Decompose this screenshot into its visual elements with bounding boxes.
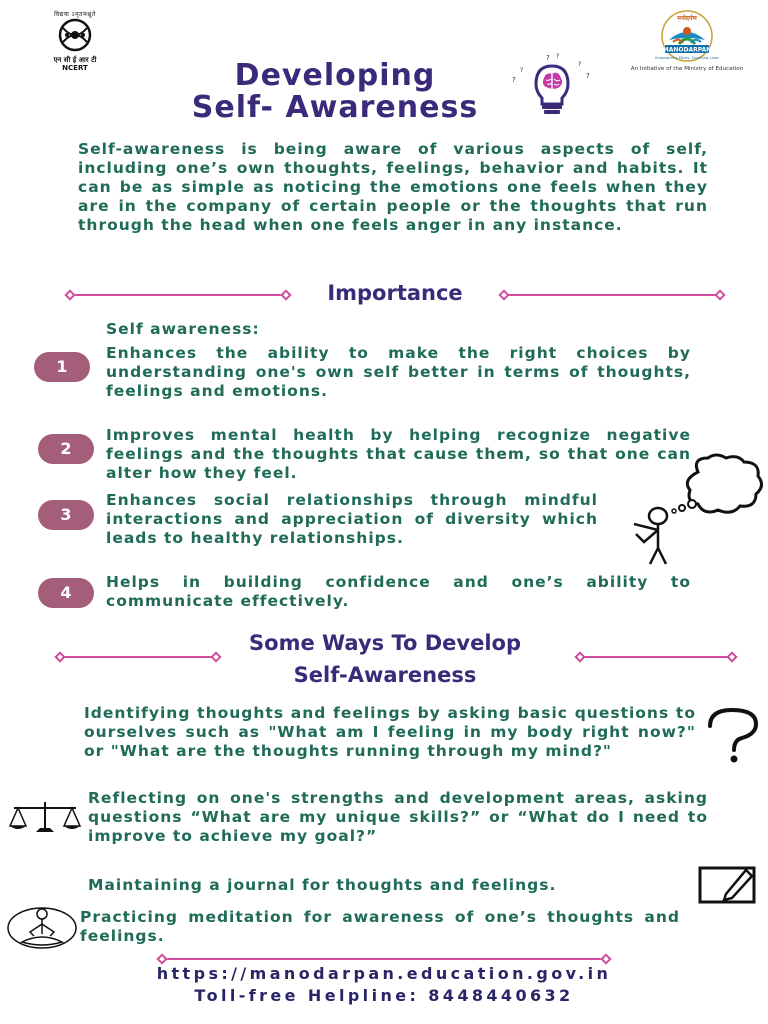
divider-left	[64, 289, 292, 301]
ncert-emblem-icon	[58, 18, 92, 52]
manodarpan-emblem-icon: मनोदर्पण MANODARPAN Empowering Minds, En…	[655, 10, 719, 62]
journal-pen-icon	[698, 866, 756, 904]
ncert-motto: विद्यया ऽमृतमश्नुते	[54, 11, 96, 18]
ways-item-3: Maintaining a journal for thoughts and f…	[88, 876, 557, 894]
balance-scale-icon	[8, 802, 82, 832]
page-title-line1: Developing	[234, 58, 436, 93]
svg-text:?: ?	[546, 54, 550, 62]
divider-left-2	[54, 651, 222, 663]
manodarpan-hindi: मनोदर्पण	[676, 14, 697, 22]
number-badge-2: 2	[38, 434, 94, 464]
manodarpan-initiative: An Initiative of the Ministry of Educati…	[630, 66, 744, 72]
ways-heading-line2: Self-Awareness	[293, 663, 477, 687]
svg-text:?: ?	[578, 61, 581, 68]
divider-right-2	[574, 651, 738, 663]
page-title-line2: Self- Awareness	[191, 90, 479, 125]
importance-item-3: Enhances social relationships through mi…	[106, 491, 598, 547]
brain-bulb-icon: ? ? ? ? ? ?	[512, 53, 590, 114]
svg-text:?: ?	[556, 53, 559, 60]
manodarpan-logo: मनोदर्पण MANODARPAN Empowering Minds, En…	[628, 10, 746, 78]
ncert-name: एन सी ई आर टी	[53, 56, 97, 64]
ways-item-1: Identifying thoughts and feelings by ask…	[84, 704, 696, 760]
importance-heading: Importance	[327, 281, 463, 305]
number-badge-1: 1	[34, 352, 90, 382]
ncert-logo: विद्यया ऽमृतमश्नुते एन सी ई आर टी NCERT	[40, 10, 110, 72]
number-badge-4: 4	[38, 578, 94, 608]
importance-lead: Self awareness:	[106, 320, 260, 338]
importance-item-1: Enhances the ability to make the right c…	[106, 344, 691, 400]
ways-item-4: Practicing meditation for awareness of o…	[80, 908, 680, 945]
divider-bottom	[156, 953, 612, 965]
number-badge-3: 3	[38, 500, 94, 530]
footer-url-link[interactable]: https://manodarpan.education.gov.in	[156, 964, 612, 983]
svg-text:?: ?	[520, 67, 523, 74]
thinking-person-icon	[633, 453, 763, 565]
meditation-icon	[7, 907, 77, 949]
divider-right	[498, 289, 726, 301]
manodarpan-name: MANODARPAN	[663, 47, 712, 54]
question-mark-icon	[708, 707, 759, 763]
importance-item-4: Helps in building confidence and one’s a…	[106, 573, 691, 610]
ways-item-2: Reflecting on one's strengths and develo…	[88, 789, 708, 845]
ways-heading-line1: Some Ways To Develop	[249, 631, 521, 655]
intro-paragraph: Self-awareness is being aware of various…	[78, 140, 708, 234]
svg-text:?: ?	[586, 72, 590, 80]
ncert-abbr: NCERT	[62, 64, 88, 72]
manodarpan-tagline: Empowering Minds, Enriching Lives	[655, 56, 719, 60]
importance-item-2: Improves mental health by helping recogn…	[106, 426, 691, 482]
footer-helpline: Toll-free Helpline: 8448440632	[194, 986, 574, 1005]
svg-text:?: ?	[512, 76, 516, 84]
